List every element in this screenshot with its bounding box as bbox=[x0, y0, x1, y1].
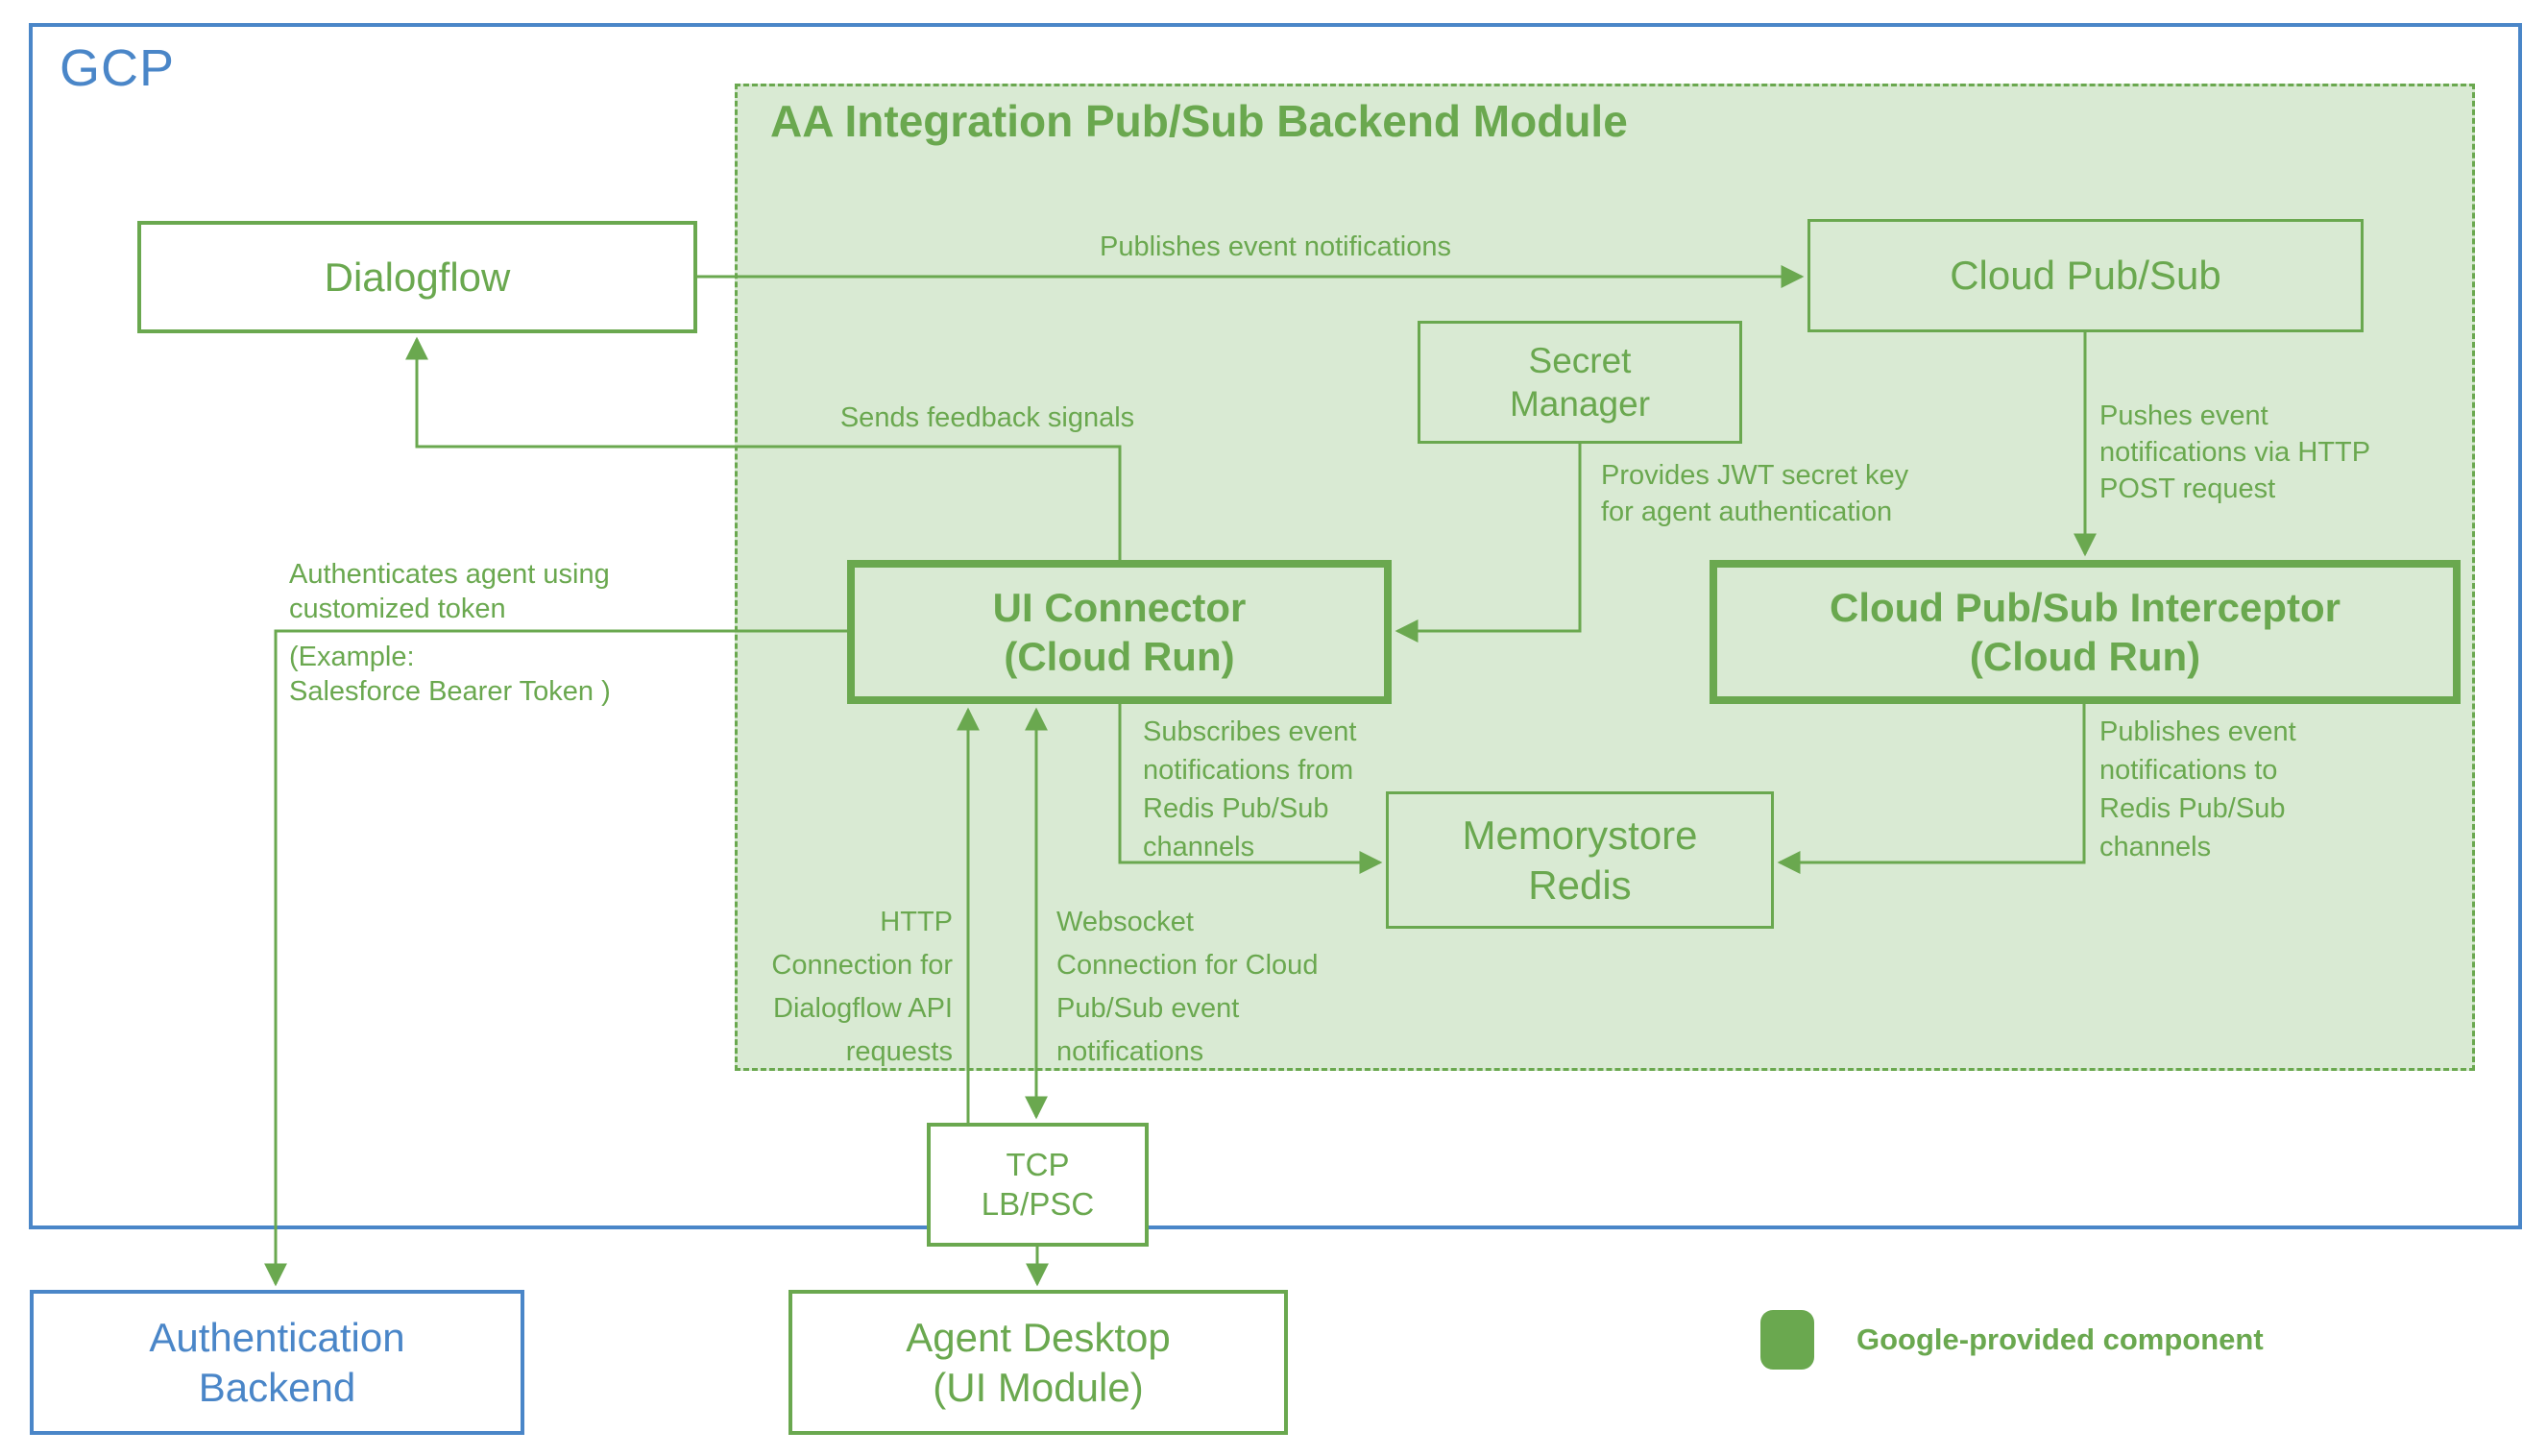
module-title: AA Integration Pub/Sub Backend Module bbox=[770, 96, 1628, 146]
node-memorystore-redis: Memorystore Redis bbox=[1386, 791, 1774, 929]
label-http-connection: HTTP Connection for Dialogflow API reque… bbox=[771, 907, 953, 1067]
label-publishes-event: Publishes event notifications bbox=[1100, 231, 1451, 262]
label-publishes-redis: Publishes event notifications to Redis P… bbox=[2099, 716, 2296, 862]
edge-authenticates-agent bbox=[264, 629, 847, 1287]
gcp-boundary-box bbox=[29, 23, 2522, 1229]
google-provided-swatch-icon bbox=[1760, 1310, 1814, 1370]
label-provides-jwt: Provides JWT secret key for agent authen… bbox=[1601, 460, 1909, 527]
node-cloud-pubsub: Cloud Pub/Sub bbox=[1807, 219, 2364, 332]
label-authenticates-example: (Example: Salesforce Bearer Token ) bbox=[289, 642, 611, 707]
edge-provides-jwt bbox=[1395, 444, 1582, 643]
label-subscribes-events: Subscribes event notifications from Redi… bbox=[1143, 716, 1357, 862]
edge-sends-feedback bbox=[405, 336, 1122, 560]
edge-subscribes bbox=[1118, 704, 1383, 874]
node-cloud-pubsub-interceptor: Cloud Pub/Sub Interceptor (Cloud Run) bbox=[1710, 560, 2461, 704]
node-authentication-backend: Authentication Backend bbox=[30, 1290, 524, 1435]
label-websocket-connection: Websocket Connection for Cloud Pub/Sub e… bbox=[1056, 907, 1319, 1067]
label-pushes-event: Pushes event notifications via HTTP POST… bbox=[2099, 400, 2371, 504]
node-secret-manager: Secret Manager bbox=[1418, 321, 1742, 444]
legend-label: Google-provided component bbox=[1856, 1323, 2264, 1356]
node-ui-connector: UI Connector (Cloud Run) bbox=[847, 560, 1392, 704]
node-dialogflow: Dialogflow bbox=[137, 221, 697, 333]
node-agent-desktop: Agent Desktop (UI Module) bbox=[788, 1290, 1288, 1435]
label-authenticates-agent: Authenticates agent using customized tok… bbox=[289, 559, 610, 624]
label-sends-feedback: Sends feedback signals bbox=[839, 402, 1135, 433]
edge-publishes-redis bbox=[1777, 704, 2086, 874]
gcp-label: GCP bbox=[60, 39, 176, 97]
node-tcp-lb-psc: TCP LB/PSC bbox=[927, 1123, 1149, 1247]
legend: Google-provided component bbox=[1760, 1310, 2264, 1370]
